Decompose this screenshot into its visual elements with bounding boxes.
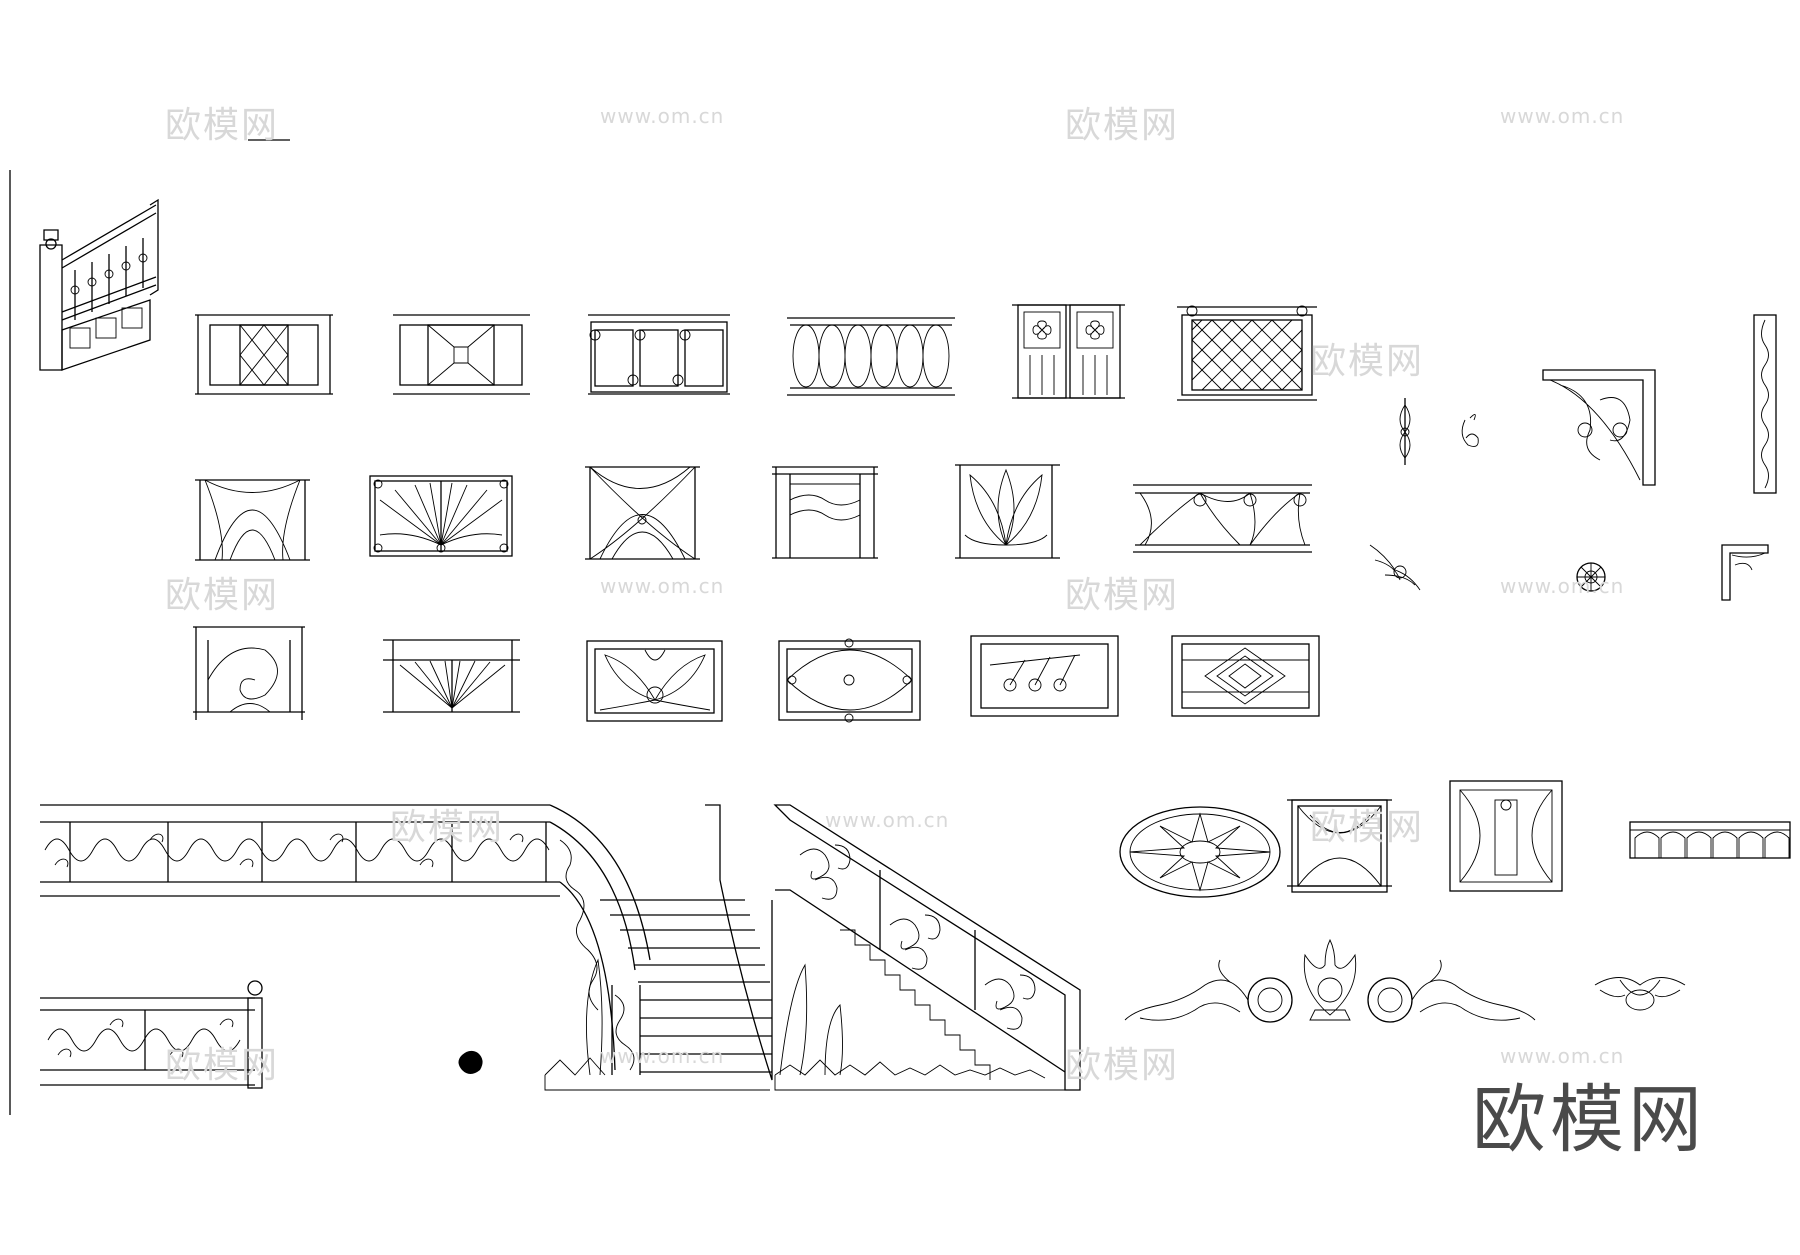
railing-r3-nested-diamonds (1171, 635, 1320, 717)
railing-r2-pointed-arches (195, 479, 310, 561)
ornament-rosette (1576, 562, 1606, 592)
watermark-brand: 欧模网 (165, 1045, 280, 1086)
vertical-scroll-panel (1753, 314, 1777, 494)
bracket-small (1721, 544, 1769, 601)
watermark-url: www.om.cn (600, 1044, 725, 1068)
watermark-brand: 欧模网 (165, 105, 280, 146)
railing-r1-diamond-mesh (1177, 305, 1317, 401)
ornament-acanthus-small (1369, 544, 1421, 591)
railing-r2-scroll-diagonals (1133, 484, 1312, 553)
railing-r3-spiral (193, 626, 305, 720)
watermark-brand: 欧模网 (1310, 807, 1425, 848)
watermark-brand: 欧模网 (165, 575, 280, 616)
railing-r3-notes (970, 635, 1119, 717)
watermark-url: www.om.cn (1500, 1044, 1625, 1068)
watermark-url: www.om.cn (825, 808, 950, 832)
railing-r1-three-panels (588, 314, 730, 395)
watermark-brand: 欧模网 (1065, 575, 1180, 616)
watermark-url: www.om.cn (1500, 104, 1625, 128)
railing-r3-shell (586, 640, 723, 722)
railing-r1-ellipse-chain (787, 317, 955, 396)
railing-r1-quatrefoil-gate (1012, 304, 1125, 399)
staircase-straight-scroll (773, 804, 1081, 1091)
ornament-scroll-baluster (1399, 398, 1411, 465)
bracket-large (1542, 369, 1656, 486)
medallion-compass (1119, 806, 1281, 898)
railing-r1-diamond-lattice (195, 314, 333, 395)
railing-r1-bowtie (393, 314, 530, 395)
watermark-brand: 欧模网 (1065, 1045, 1180, 1086)
ink-blob (458, 1050, 483, 1074)
railing-r2-crossed-arcs (585, 466, 700, 560)
watermark-url: www.om.cn (600, 104, 725, 128)
railing-r3-fan (383, 639, 520, 713)
panel-square-ornate (1449, 780, 1563, 892)
watermark-brand: 欧模网 (1310, 341, 1425, 382)
ornament-small-acanthus (1594, 977, 1686, 1011)
ornate-stair-railing (39, 198, 159, 371)
staircase-curved-scroll (40, 804, 773, 1091)
railing-short-scroll (40, 980, 263, 1089)
railing-r2-lotus (955, 464, 1060, 559)
watermark-url: www.om.cn (600, 574, 725, 598)
railing-small-arches (1629, 821, 1791, 859)
watermark-brand: 欧模网 (1065, 105, 1180, 146)
railing-r3-oval-ring (778, 638, 921, 723)
footer-brand-logo: 欧模网 (1472, 1077, 1706, 1163)
railing-r4-crescent (1287, 799, 1392, 893)
watermark-brand: 欧模网 (390, 807, 505, 848)
railing-r2-fan-panels (369, 475, 513, 557)
ornament-small-scroll (1461, 414, 1479, 447)
watermark-url: www.om.cn (1500, 574, 1625, 598)
acanthus-frieze (1124, 938, 1536, 1023)
railing-r2-wave-bars (772, 466, 878, 559)
